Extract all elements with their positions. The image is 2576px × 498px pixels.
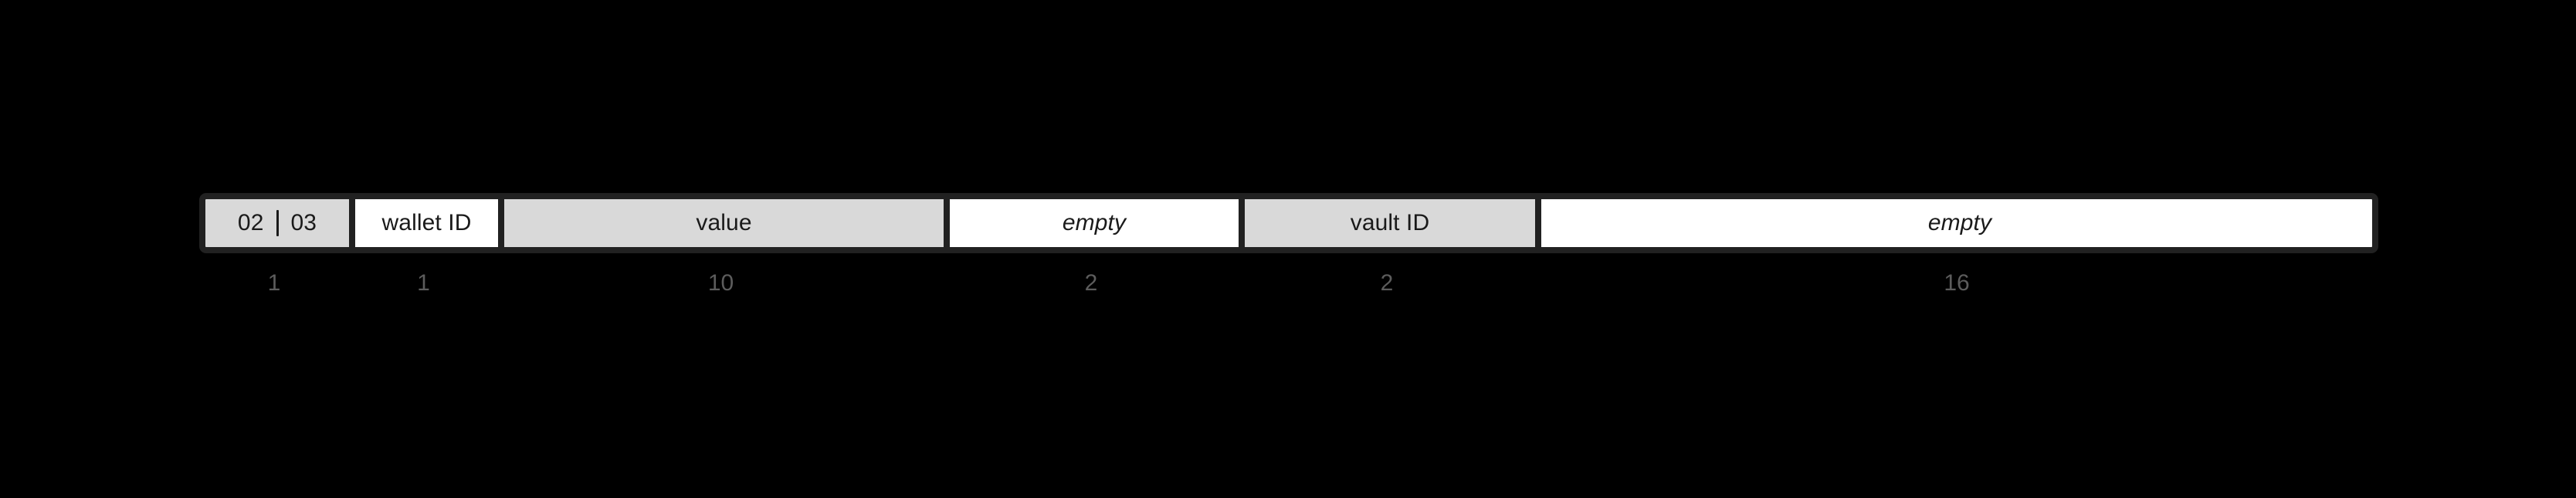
field-size-vault-id: 2 <box>1380 270 1394 296</box>
byte-size-annotations: 1 1 10 2 2 16 <box>199 269 2378 298</box>
field-label-wallet-id: wallet ID <box>381 210 472 235</box>
field-size-opcode: 1 <box>267 270 281 296</box>
field-label-opcode-left: 02 <box>237 210 264 235</box>
field-label-empty-2: empty <box>1927 210 1992 235</box>
field-size-value: 10 <box>707 270 734 296</box>
opcode-divider-icon <box>276 210 279 236</box>
field-size-empty-2: 16 <box>1944 270 1970 296</box>
field-cell-empty-2[interactable]: empty <box>1541 199 2372 247</box>
field-cell-vault-id[interactable]: vault ID <box>1245 199 1535 247</box>
field-cell-value[interactable]: value <box>504 199 944 247</box>
field-label-opcode-right: 03 <box>290 210 317 235</box>
field-cell-opcode[interactable]: 02 03 <box>205 199 349 247</box>
field-cell-wallet-id[interactable]: wallet ID <box>355 199 498 247</box>
field-label-value: value <box>696 210 752 235</box>
byte-layout-bar: 02 03 wallet ID value empty vault ID emp… <box>199 193 2378 253</box>
field-label-empty-1: empty <box>1062 210 1127 235</box>
field-size-wallet-id: 1 <box>417 270 430 296</box>
field-label-vault-id: vault ID <box>1350 210 1430 235</box>
field-cell-empty-1[interactable]: empty <box>950 199 1239 247</box>
struct-cell-row: 02 03 wallet ID value empty vault ID emp… <box>199 193 2378 253</box>
field-size-empty-1: 2 <box>1084 270 1098 296</box>
